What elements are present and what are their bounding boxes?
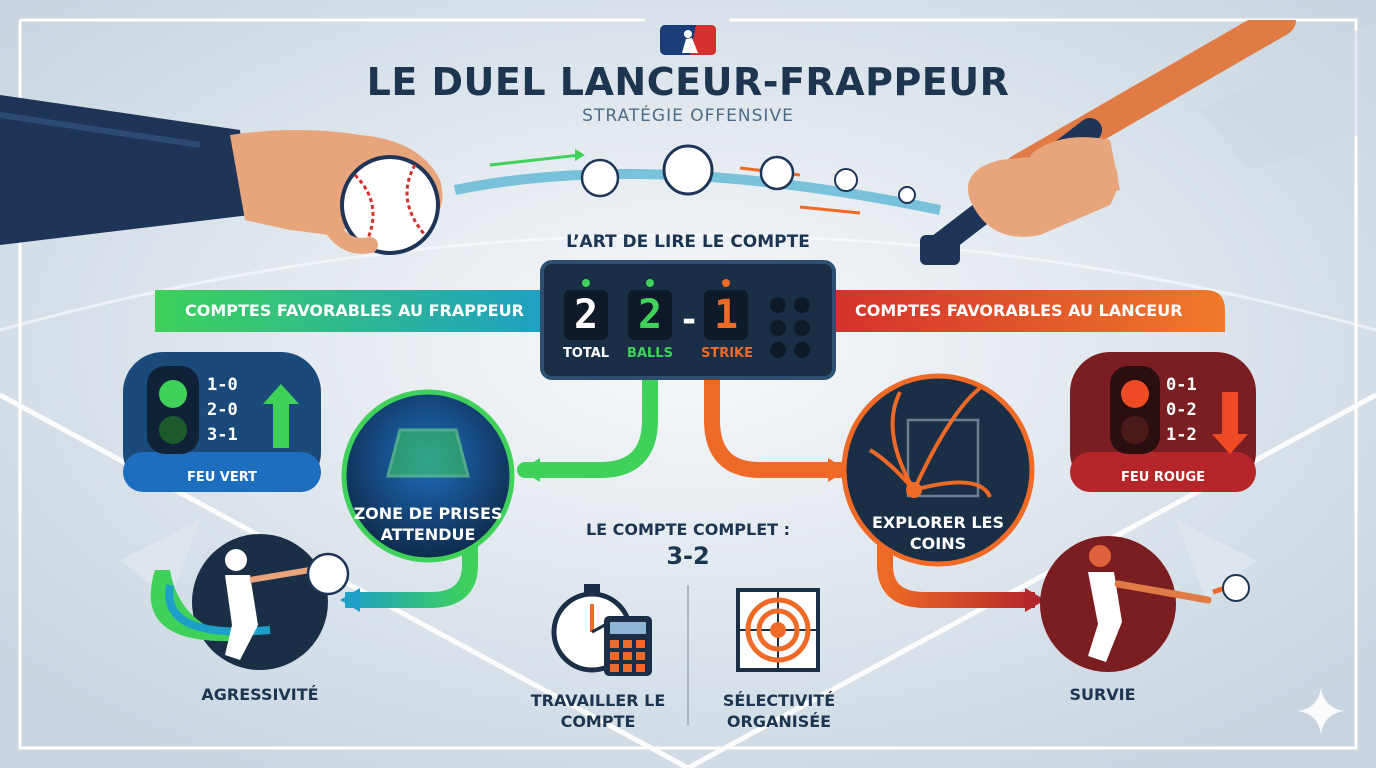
green-count-1: 1-0 [207,375,238,395]
pitcher-hand-icon [0,95,443,255]
scoreboard-balls-value: 2 [628,290,672,340]
green-count-3: 3-1 [207,425,238,445]
explore-corners-icon [841,373,1035,567]
batter-hands-bat-icon [920,20,1376,265]
target-icon [736,588,820,672]
red-count-3: 1-2 [1166,425,1197,445]
aggressiveness-label: AGRESSIVITÉ [201,685,319,704]
pitch-trajectory-icon [453,144,942,215]
green-light-panel [123,352,321,492]
scoreboard-total-label: TOTAL [562,346,610,361]
survival-batter-icon [1040,536,1250,672]
sparkle-icon [1298,688,1344,734]
scoreboard-frame [540,260,836,380]
pitcher-banner-bg [825,290,1225,332]
full-count-title: LE COMPTE COMPLET : [585,520,791,539]
red-count-2: 0-2 [1166,400,1197,420]
scoreboard-strike-label: STRIKE [700,346,754,361]
work-count-label: TRAVAILLER LE COMPTE [530,691,666,731]
hitter-banner-bg [155,290,555,332]
scoreboard-dash: - [681,300,697,340]
green-light-label: FEU VERT [186,470,258,485]
green-count-2: 2-0 [207,400,238,420]
hitter-counts-banner: COMPTES FAVORABLES AU FRAPPEUR [185,301,524,320]
expected-zone-label: ZONE DE PRISES ATTENDUE [353,504,503,544]
red-light-label: FEU ROUGE [1120,470,1205,485]
page-title: LE DUEL LANCEUR-FRAPPEUR [366,60,1010,104]
pitcher-counts-banner: COMPTES FAVORABLES AU LANCEUR [855,301,1183,320]
scoreboard-strike-value: 1 [704,290,748,340]
strike-zone-icon [341,389,515,563]
survival-label: SURVIE [1069,685,1136,704]
explore-corners-label: EXPLORER LES COINS [871,513,1004,553]
stopwatch-calculator-icon [551,584,652,676]
organized-selectivity-label: SÉLECTIVITÉ ORGANISÉE [722,691,836,731]
league-logo-icon [660,25,716,55]
red-light-panel [1070,352,1256,492]
full-count-value: 3-2 [666,542,710,570]
aggressive-batter-icon [150,534,350,670]
scoreboard-total-value: 2 [564,290,608,340]
scoreboard-balls-label: BALLS [627,346,673,361]
red-count-1: 0-1 [1166,375,1197,395]
count-header: L’ART DE LIRE LE COMPTE [566,232,810,252]
page-subtitle: STRATÉGIE OFFENSIVE [582,106,794,126]
